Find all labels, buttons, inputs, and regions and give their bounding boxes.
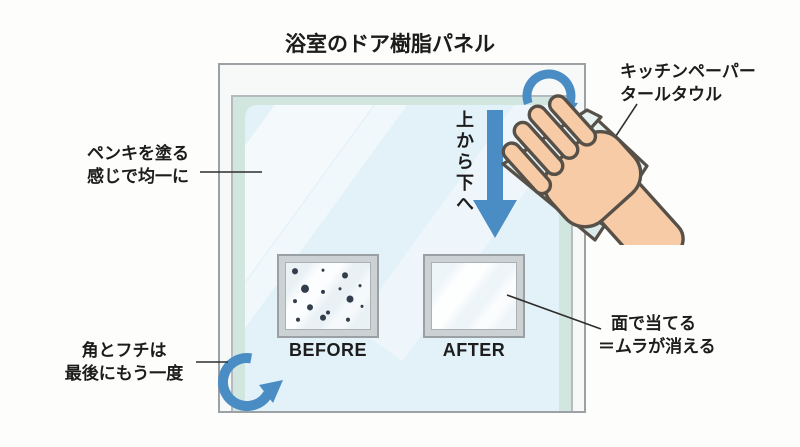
finger (501, 141, 553, 196)
finger (547, 94, 598, 147)
annotation-paint-evenly: ペンキを塗る 感じで均一に (60, 142, 216, 189)
annotation-line: 面で当てる (611, 314, 696, 333)
dirt-speckles (292, 268, 364, 322)
before-label: BEFORE (288, 340, 367, 360)
finger (512, 120, 565, 177)
annotation-line: キッチンペーパー (620, 62, 756, 81)
paper-towel-fold (586, 108, 603, 130)
before-panel (277, 254, 379, 338)
annotation-surface-contact: 面で当てる ＝ムラが消える (598, 312, 788, 359)
down-arrow-icon (473, 110, 517, 238)
annotation-line: 感じで均一に (87, 167, 189, 187)
annotation-line: ペンキを塗る (87, 144, 189, 163)
annotation-line: 角とフチは (81, 341, 167, 360)
after-panel (423, 254, 525, 338)
annotation-line: タールタウル (620, 85, 722, 105)
direction-label: 上から下へ (454, 110, 474, 215)
annotation-corners-edges: 角とフチは 最後にもう一度 (42, 339, 206, 386)
finger (527, 104, 580, 160)
annotation-line: 最後にもう一度 (64, 364, 184, 384)
annotation-line: ＝ムラが消える (598, 337, 716, 357)
hand-wiping-towel-icon (501, 94, 685, 245)
hand (501, 94, 685, 245)
after-panel-glass (431, 262, 517, 330)
page-title: 浴室のドア樹脂パネル (285, 33, 495, 56)
rotate-cw-arrow-icon (218, 353, 283, 412)
before-panel-glass (285, 262, 371, 330)
after-label: AFTER (442, 340, 506, 360)
annotation-kitchen-paper: キッチンペーパー タールタウル (620, 60, 795, 107)
